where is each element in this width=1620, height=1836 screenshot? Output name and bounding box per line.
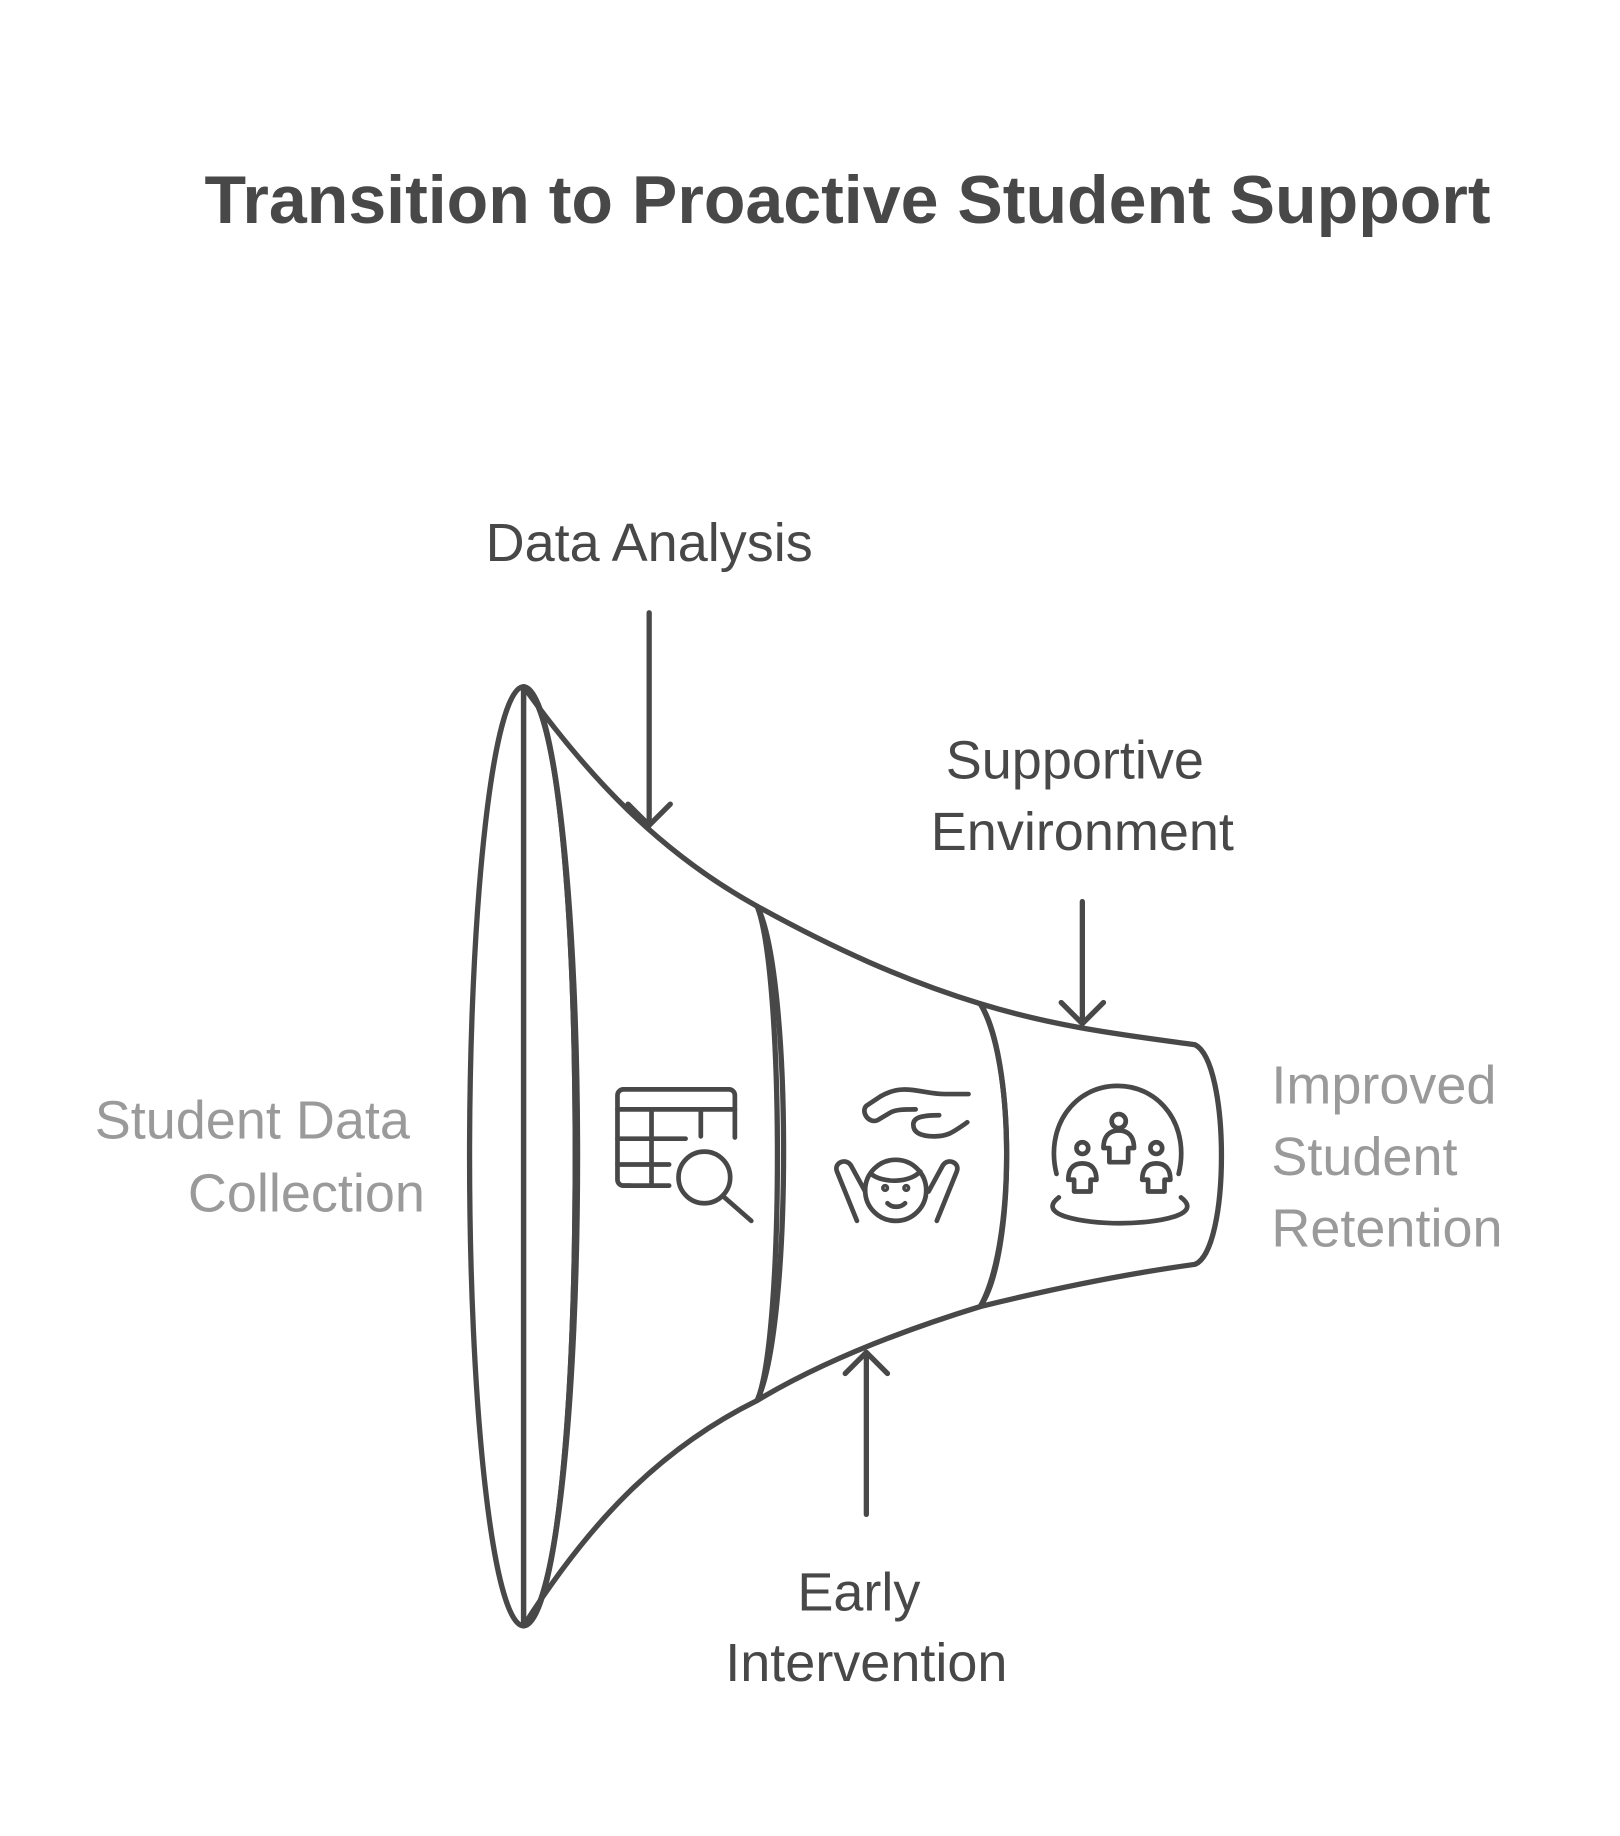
label-improved-student-retention: Improved Student Retention	[1271, 1055, 1511, 1258]
segment-data-analysis	[520, 684, 781, 1629]
arrow-early-intervention	[842, 1349, 891, 1517]
label-data-analysis: Data Analysis	[486, 513, 813, 573]
arrow-supportive-environment	[1058, 898, 1107, 1027]
hand-child-icon	[834, 1087, 971, 1224]
community-dome-icon	[1050, 1083, 1190, 1226]
segment-collection-inner	[520, 684, 578, 1629]
label-student-data-collection: Student Data Collection	[95, 1091, 425, 1224]
table-search-icon	[615, 1087, 754, 1224]
diagram-title: Transition to Proactive Student Support	[205, 162, 1491, 238]
segment-early-intervention	[754, 903, 1010, 1404]
label-early-intervention: Early Intervention	[725, 1563, 1007, 1693]
segment-supportive-environment	[977, 1001, 1225, 1310]
funnel	[466, 684, 1225, 1629]
arrow-data-analysis	[625, 610, 673, 828]
label-supportive-environment: Supportive Environment	[931, 730, 1234, 862]
